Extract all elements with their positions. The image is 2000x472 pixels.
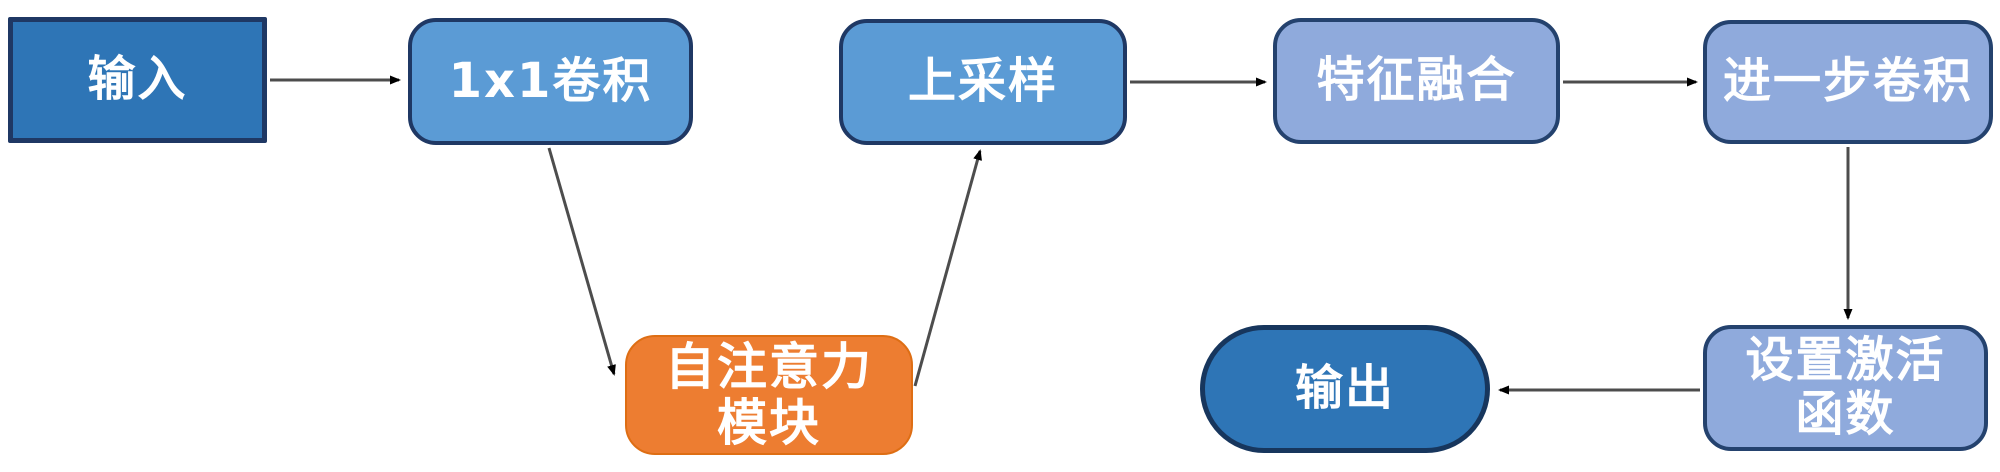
node-upsample: 上采样 bbox=[839, 19, 1127, 145]
node-self-attention-module: 自注意力 模块 bbox=[625, 335, 913, 455]
edge-attention-to-upsample bbox=[913, 149, 982, 387]
node-output: 输出 bbox=[1200, 325, 1490, 453]
node-set-activation-function: 设置激活 函数 bbox=[1703, 325, 1988, 451]
node-input: 输入 bbox=[8, 17, 267, 143]
node-feature-fusion: 特征融合 bbox=[1273, 18, 1560, 144]
node-further-convolution: 进一步卷积 bbox=[1703, 20, 1993, 144]
edge-conv1x1-to-attention bbox=[547, 147, 616, 376]
node-1x1-convolution: 1x1卷积 bbox=[408, 18, 693, 145]
